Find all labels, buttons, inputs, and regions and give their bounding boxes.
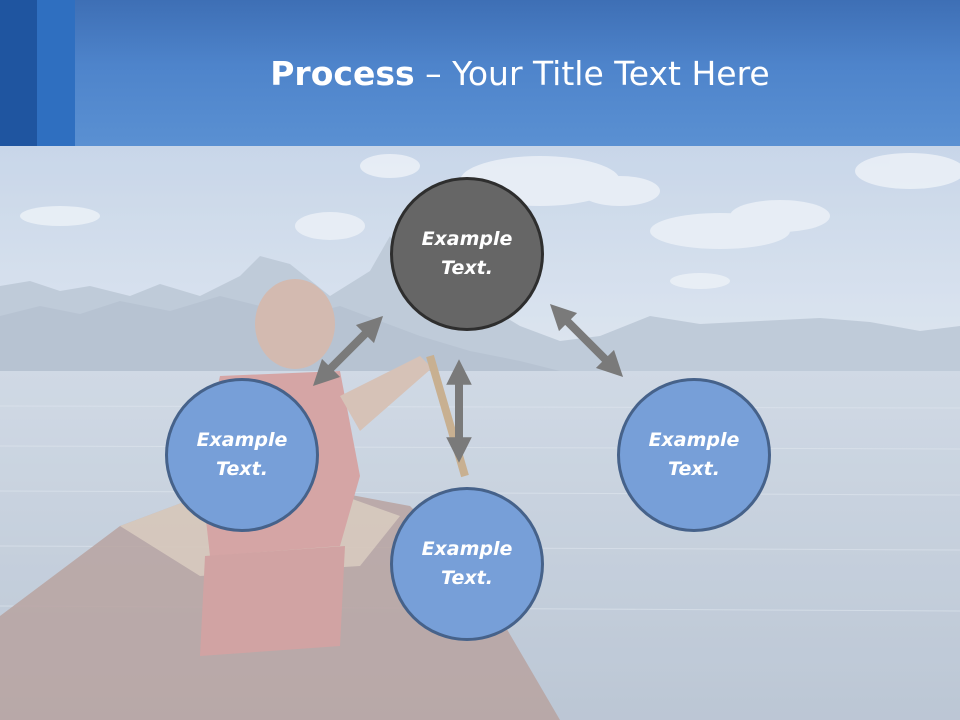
node-line-1: Example (648, 429, 740, 451)
arrow-top-left (312, 315, 384, 387)
slide-title[interactable]: Process – Your Title Text Here (80, 52, 960, 96)
title-bar: Process – Your Title Text Here (0, 0, 960, 146)
node-line-2: Text. (668, 458, 720, 480)
node-line-1: Example (421, 228, 513, 250)
node-line-1: Example (196, 429, 288, 451)
arrow-top-right (549, 303, 624, 378)
accent-stripe-mid (37, 0, 75, 146)
node-line-2: Text. (216, 458, 268, 480)
title-rest-part: – Your Title Text Here (414, 54, 770, 93)
node-line-2: Text. (441, 567, 493, 589)
node-line-1: Example (421, 538, 513, 560)
node-line-2: Text. (441, 257, 493, 279)
title-bold-part: Process (270, 54, 415, 93)
accent-stripe-dark (0, 0, 37, 146)
